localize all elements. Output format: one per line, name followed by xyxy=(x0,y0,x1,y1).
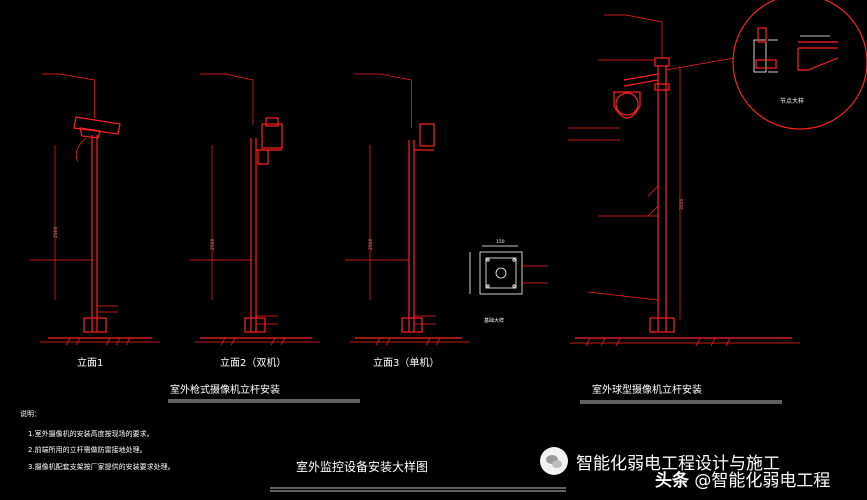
elevation-1-label: 立面1 xyxy=(77,356,103,369)
elevation-2: 2500 立面2（双机） xyxy=(190,73,320,369)
wechat-watermark: 智能化弱电工程设计与施工 xyxy=(540,447,780,475)
base-width-dim: 150 xyxy=(496,239,505,245)
height-dim-4: 3500 xyxy=(679,198,685,210)
channel-name: 智能化弱电工程设计与施工 xyxy=(576,453,780,474)
dome-section-title: 室外球型摄像机立杆安装 xyxy=(592,383,702,396)
toutiao-watermark: 头条 @智能化弱电工程 xyxy=(655,466,830,491)
note-3: 3.摄像机配套支架按厂家提供的安装要求处理。 xyxy=(28,462,175,471)
elevation-3-label: 立面3（单机） xyxy=(373,356,439,369)
height-dim-1: 2500 xyxy=(53,226,59,238)
notes: 说明： 1.室外摄像机的安装高度按现场的要求。 2.前端所用的立杆需做防雷接地处… xyxy=(20,409,175,471)
height-dim-3: 2500 xyxy=(368,238,374,250)
foundation-detail: 150 基础大样 xyxy=(469,239,548,324)
height-dim-2: 2500 xyxy=(210,238,216,250)
note-1: 1.室外摄像机的安装高度按现场的要求。 xyxy=(28,429,154,438)
elevation-3: 2500 立面3（单机） xyxy=(345,73,470,369)
node-detail: 节点大样 xyxy=(665,0,867,130)
gun-section-title: 室外枪式摄像机立杆安装 xyxy=(170,383,280,396)
notes-heading: 说明： xyxy=(20,409,41,418)
foundation-label: 基础大样 xyxy=(484,317,504,324)
dome-elevation: 3500 xyxy=(568,14,800,347)
node-detail-label: 节点大样 xyxy=(780,97,804,105)
wechat-icon xyxy=(540,447,568,475)
source-prefix: 头条 xyxy=(655,471,689,491)
elevation-2-label: 立面2（双机） xyxy=(220,356,286,369)
source-name: @智能化弱电工程 xyxy=(694,471,831,491)
elevation-1: 2500 立面1 xyxy=(30,73,160,369)
main-title: 室外监控设备安装大样图 xyxy=(296,459,428,474)
note-2: 2.前端所用的立杆需做防雷接地处理。 xyxy=(28,445,147,454)
